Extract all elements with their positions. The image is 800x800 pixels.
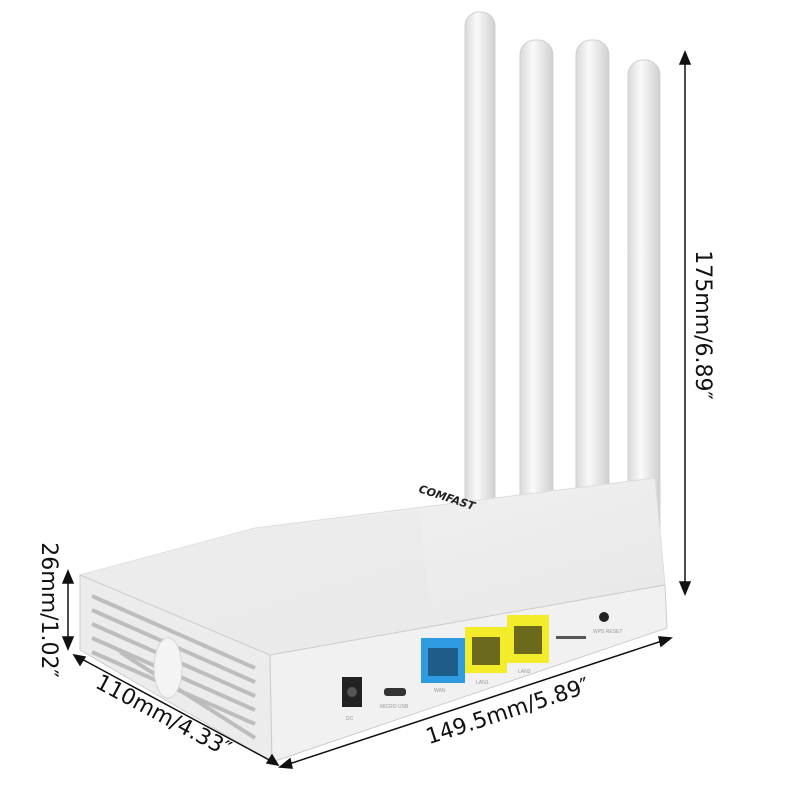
lan1-port-socket xyxy=(472,637,500,665)
top-face-shade xyxy=(80,510,430,655)
micro-usb-port xyxy=(384,688,406,696)
arrow-head xyxy=(278,757,293,769)
lan2-label: LAN2 xyxy=(518,669,531,675)
wps-reset-label: WPS RESET xyxy=(593,629,622,635)
antenna-1 xyxy=(464,11,496,523)
arrow-head xyxy=(61,636,75,651)
arrow-head xyxy=(72,653,87,667)
dc-port-pin xyxy=(347,687,357,697)
router-body: DC MICRO USB WAN LAN1 LAN2 WPS RESET COM… xyxy=(78,477,668,763)
depth-dimension-line xyxy=(77,656,274,763)
wps-reset-button xyxy=(599,612,609,622)
arrow-head xyxy=(678,581,692,596)
dimension-annotations xyxy=(61,50,692,769)
lan1-label: LAN1 xyxy=(476,680,489,686)
arrow-head xyxy=(265,753,280,767)
lan2-port-socket xyxy=(514,626,542,654)
dc-label: DC xyxy=(346,716,354,722)
arrow-head xyxy=(61,569,75,584)
width-dimension-line xyxy=(285,639,666,766)
antenna-3 xyxy=(575,39,610,561)
wan-port-socket xyxy=(428,648,458,676)
micro-usb-label: MICRO USB xyxy=(380,704,409,710)
wan-label: WAN xyxy=(434,688,446,694)
side-logo-emboss xyxy=(153,637,183,699)
sim-slot xyxy=(556,636,586,639)
height-dimension-label: 175mm/6.89″ xyxy=(690,250,715,399)
arrow-head xyxy=(658,636,673,648)
antenna-2 xyxy=(519,39,554,521)
router-front-face xyxy=(269,584,668,763)
arrow-head xyxy=(678,50,692,65)
thickness-dimension-label: 26mm/1.02″ xyxy=(36,542,61,677)
